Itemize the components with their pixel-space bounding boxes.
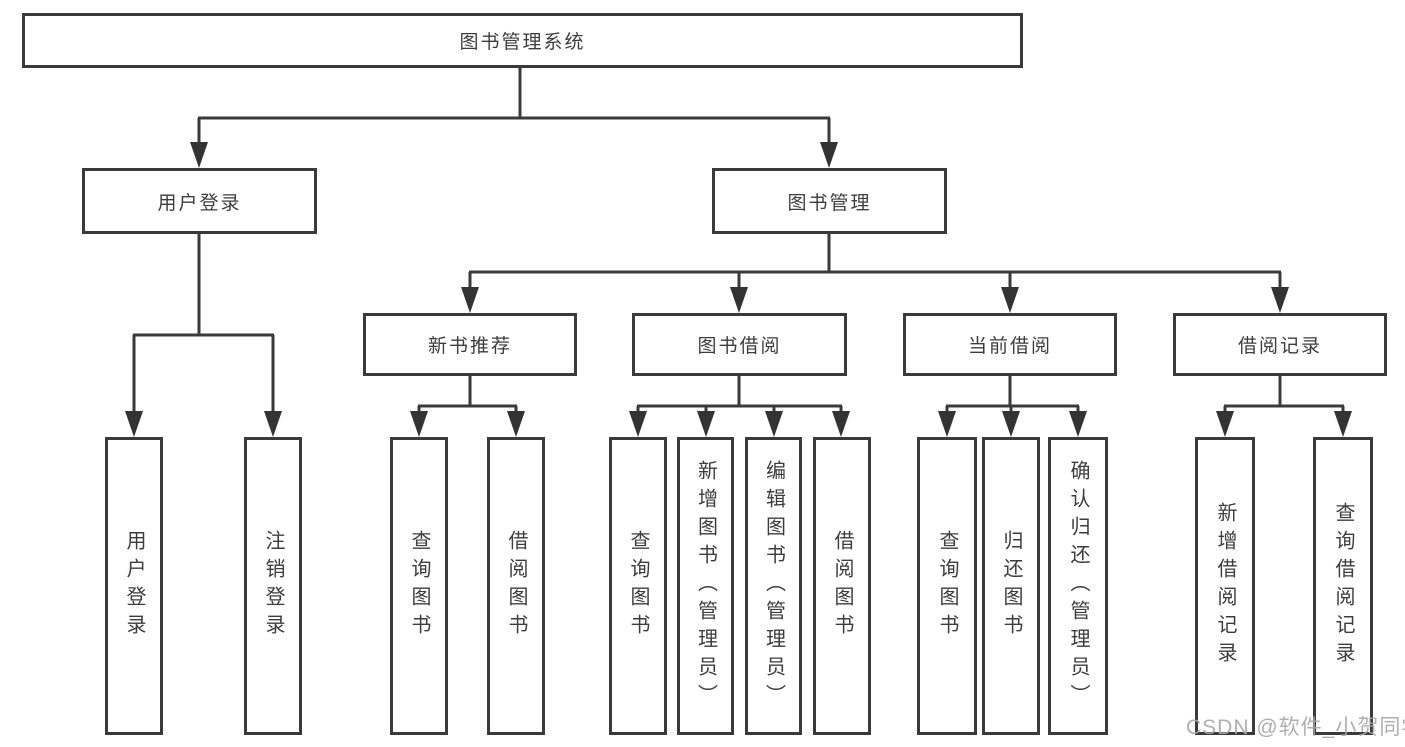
leaf-user-login: 用户登录 bbox=[105, 437, 163, 735]
leaf-confirm-return-admin: 确认归还（管理员） bbox=[1048, 437, 1108, 735]
leaf-current-query-label: 查询图书 bbox=[936, 530, 958, 642]
node-borrow-records: 借阅记录 bbox=[1173, 313, 1387, 376]
leaf-query-borrow-record: 查询借阅记录 bbox=[1313, 437, 1373, 735]
leaf-borrow-edit-admin: 编辑图书（管理员） bbox=[745, 437, 802, 735]
node-user-login: 用户登录 bbox=[82, 168, 317, 234]
node-book-management-label: 图书管理 bbox=[787, 192, 872, 214]
node-root-library-system: 图书管理系统 bbox=[22, 13, 1023, 68]
edges-root-to-level1 bbox=[190, 68, 838, 168]
leaf-newbook-borrow-label: 借阅图书 bbox=[505, 530, 527, 642]
node-current-borrow-label: 当前借阅 bbox=[967, 336, 1052, 357]
edges-current-borrow-to-leaves bbox=[938, 376, 1087, 437]
leaf-logout-label: 注销登录 bbox=[262, 530, 284, 642]
csdn-watermark: CSDN @软件_小贺同学 bbox=[1186, 716, 1405, 739]
leaf-borrow-query-label: 查询图书 bbox=[627, 530, 649, 642]
leaf-newbook-borrow: 借阅图书 bbox=[487, 437, 545, 735]
leaf-borrow-add-admin-label: 新增图书（管理员） bbox=[694, 460, 717, 712]
leaf-newbook-query: 查询图书 bbox=[390, 437, 448, 735]
edges-new-book-to-leaves bbox=[410, 376, 525, 437]
leaf-borrow-edit-admin-label: 编辑图书（管理员） bbox=[762, 460, 785, 712]
leaf-logout: 注销登录 bbox=[244, 437, 302, 735]
leaf-current-query: 查询图书 bbox=[917, 437, 977, 735]
leaf-return-book: 归还图书 bbox=[982, 437, 1040, 735]
edges-book-borrow-to-leaves bbox=[629, 376, 850, 437]
leaf-newbook-query-label: 查询图书 bbox=[408, 530, 430, 642]
leaf-add-borrow-record: 新增借阅记录 bbox=[1195, 437, 1255, 735]
node-user-login-label: 用户登录 bbox=[157, 192, 242, 214]
leaf-borrow-book-label: 借阅图书 bbox=[831, 530, 853, 642]
node-book-borrow-label: 图书借阅 bbox=[697, 336, 782, 357]
node-new-book-recommend: 新书推荐 bbox=[363, 313, 577, 376]
leaf-user-login-label: 用户登录 bbox=[123, 530, 145, 642]
leaf-borrow-book: 借阅图书 bbox=[813, 437, 871, 735]
node-root-label: 图书管理系统 bbox=[459, 32, 586, 53]
node-borrow-records-label: 借阅记录 bbox=[1237, 336, 1322, 357]
edges-book-mgmt-to-level2 bbox=[461, 234, 1289, 313]
node-book-management: 图书管理 bbox=[712, 168, 947, 234]
node-book-borrow: 图书借阅 bbox=[632, 313, 847, 376]
node-new-book-recommend-label: 新书推荐 bbox=[427, 336, 512, 357]
leaf-add-borrow-record-label: 新增借阅记录 bbox=[1214, 502, 1236, 670]
leaf-borrow-add-admin: 新增图书（管理员） bbox=[677, 437, 734, 735]
leaf-query-borrow-record-label: 查询借阅记录 bbox=[1332, 502, 1354, 670]
leaf-return-book-label: 归还图书 bbox=[1000, 530, 1022, 642]
leaf-borrow-query: 查询图书 bbox=[609, 437, 667, 735]
node-current-borrow: 当前借阅 bbox=[903, 313, 1117, 376]
leaf-confirm-return-admin-label: 确认归还（管理员） bbox=[1067, 460, 1089, 712]
edges-user-login-to-leaves bbox=[125, 234, 282, 437]
edges-borrow-records-to-leaves bbox=[1216, 376, 1352, 437]
